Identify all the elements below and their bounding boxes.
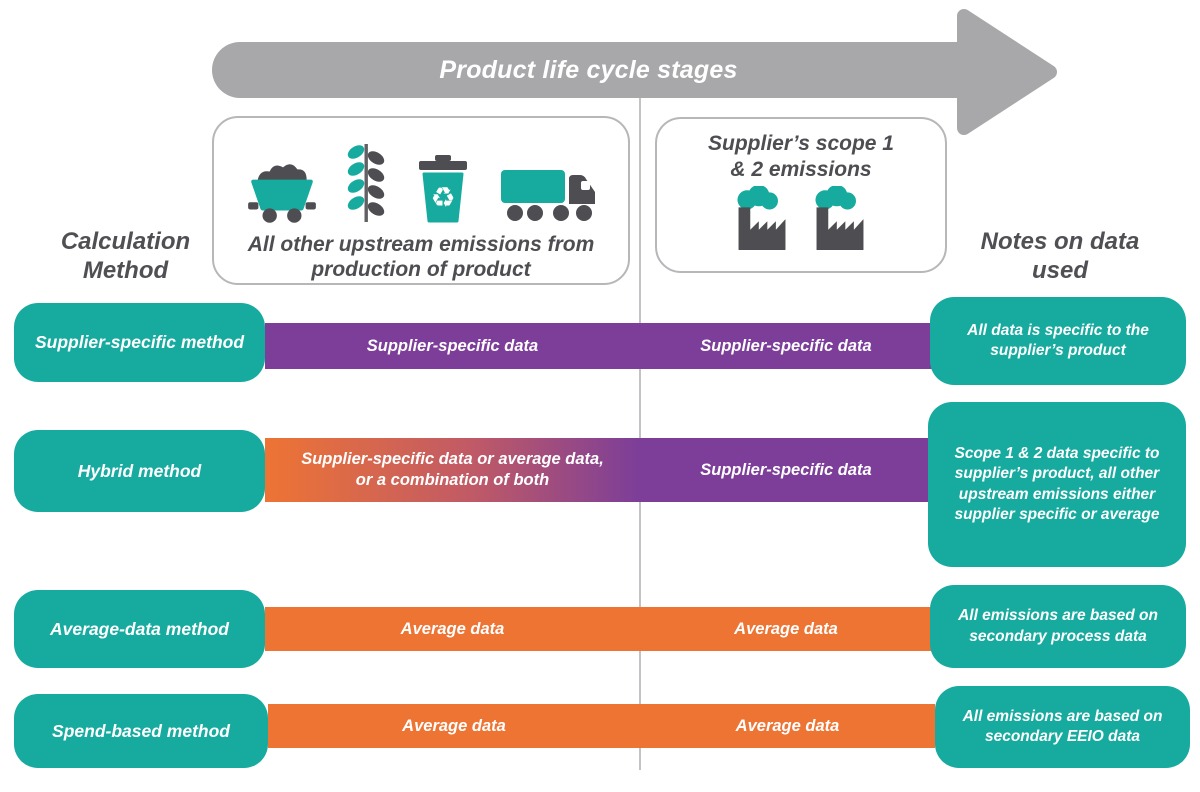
notes-label: All emissions are based on secondary EEI… (962, 707, 1163, 745)
calculation-method-header: Calculation Method (60, 228, 191, 284)
notes-header: Notes on data used (980, 228, 1140, 284)
recycle-bin-icon: ♻ (419, 154, 467, 223)
method-label: Hybrid method (77, 460, 202, 481)
data-bar-row3: Average data Average data (265, 607, 932, 651)
truck-icon (501, 169, 595, 221)
notes-box-row2: Scope 1 & 2 data specific to supplier’s … (928, 402, 1186, 567)
scope-data-cell: Average data (734, 619, 838, 638)
upstream-data-cell: Average data (400, 619, 505, 638)
notes-box-row1: All data is specific to the supplier’s p… (930, 297, 1186, 385)
notes-box-row4: All emissions are based on secondary EEI… (935, 686, 1190, 768)
scope-data-cell: Supplier-specific data (700, 336, 872, 355)
notes-label: Scope 1 & 2 data specific to supplier’s … (954, 445, 1160, 523)
wheat-icon (347, 143, 385, 222)
scope-stage-label: Supplier’s scope 1 & 2 emissions (708, 132, 894, 181)
lifecycle-arrow-label: Product life cycle stages (439, 55, 738, 84)
upstream-data-cell: Average data (402, 716, 506, 735)
lifecycle-arrow: Product life cycle stages (212, 42, 965, 98)
notes-label: All emissions are based on secondary pro… (958, 607, 1158, 645)
scope-stage-box: Supplier’s scope 1 & 2 emissions (655, 117, 947, 273)
notes-box-row3: All emissions are based on secondary pro… (930, 585, 1186, 668)
scope-data-cell: Supplier-specific data (640, 438, 932, 502)
data-bar-row1: Supplier-specific data Supplier-specific… (265, 323, 932, 369)
factory-icon (815, 186, 864, 251)
method-label: Spend-based method (52, 720, 230, 741)
scope-data-cell: Average data (735, 716, 840, 735)
scope-icons-row (731, 186, 871, 251)
upstream-stage-box: ♻ All other upstream emissions from prod… (212, 116, 630, 285)
factory-icon (737, 186, 786, 251)
upstream-data-cell: Supplier-specific data or average data, … (265, 438, 640, 502)
arrow-head-icon (957, 9, 1057, 135)
notes-label: All data is specific to the supplier’s p… (967, 321, 1149, 359)
method-box-hybrid: Hybrid method (14, 430, 265, 512)
upstream-stage-label: All other upstream emissions from produc… (247, 232, 595, 282)
method-label: Average-data method (50, 618, 229, 639)
method-box-spend-based: Spend-based method (14, 694, 268, 768)
mine-cart-icon (248, 164, 316, 223)
data-bar-row4: Average data Average data (268, 704, 935, 748)
upstream-data-cell: Supplier-specific data (366, 336, 539, 355)
method-label: Supplier-specific method (34, 332, 245, 352)
method-box-supplier-specific: Supplier-specific method (14, 303, 265, 382)
svg-text:♻: ♻ (430, 181, 455, 214)
method-box-average-data: Average-data method (14, 590, 265, 668)
upstream-icons-row: ♻ (243, 134, 599, 224)
column-divider-line (639, 96, 641, 770)
data-bar-row2: Supplier-specific data or average data, … (265, 438, 932, 502)
